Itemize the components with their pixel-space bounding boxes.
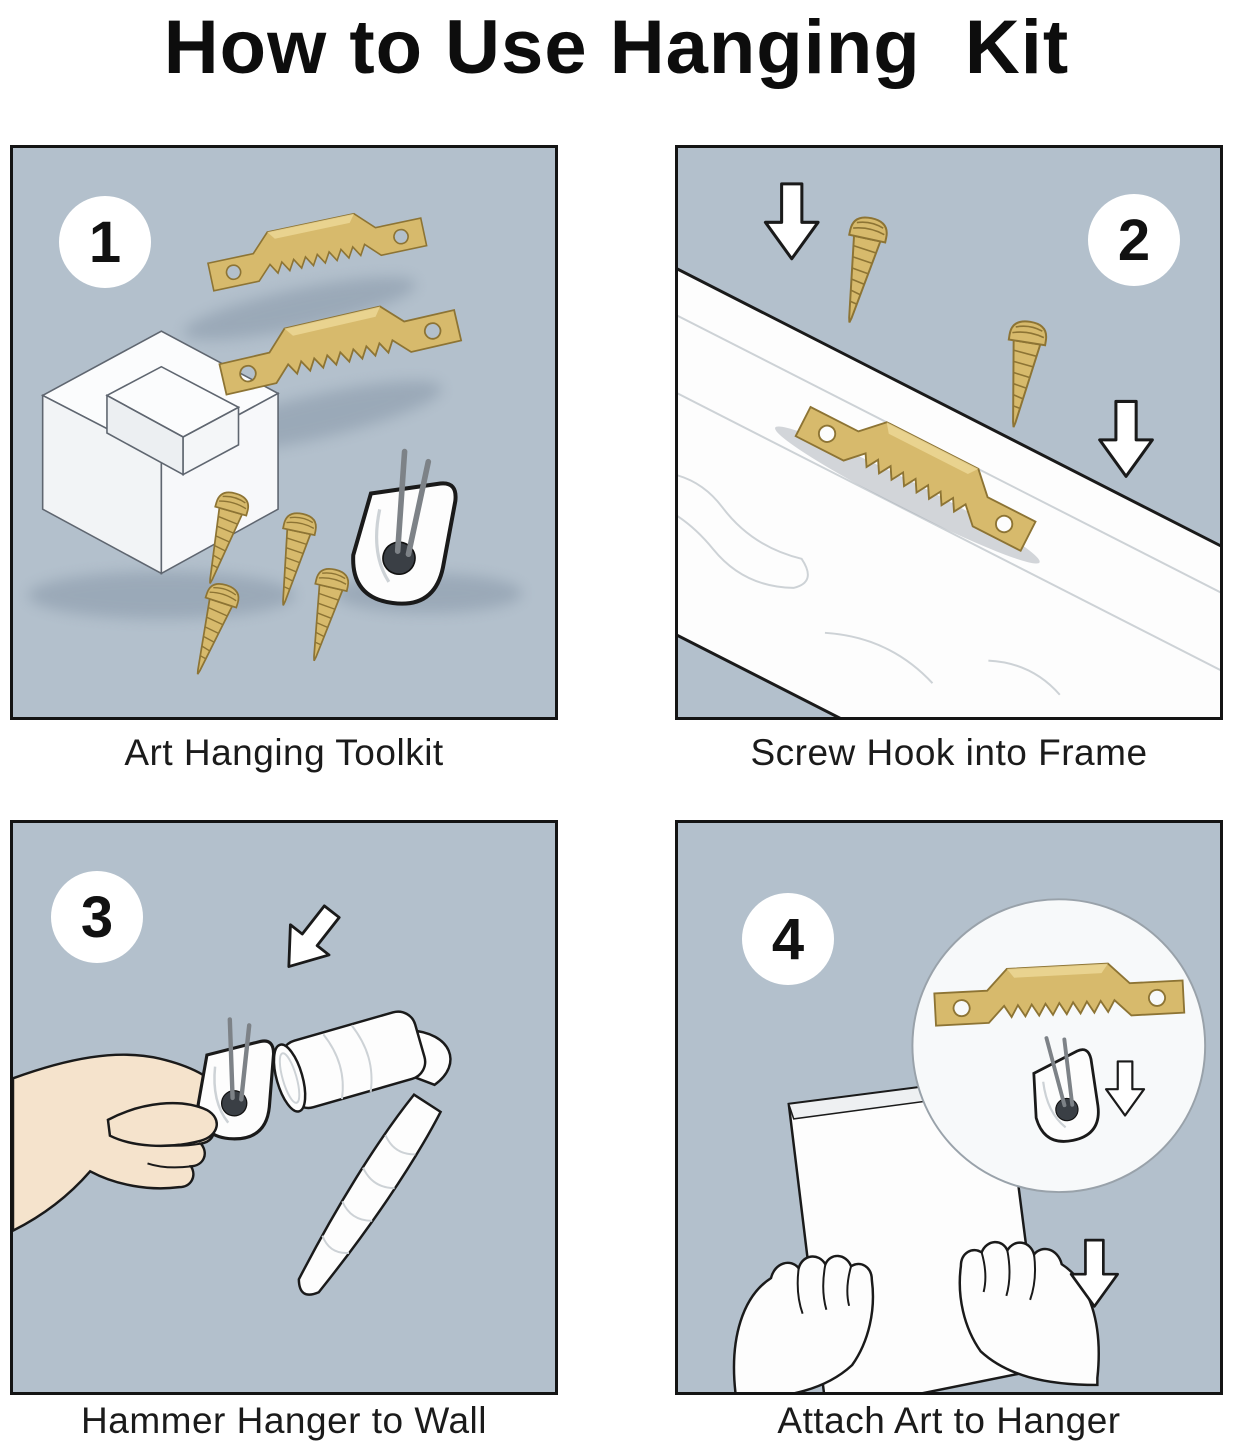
screw-icon bbox=[830, 213, 891, 328]
step-number-badge: 1 bbox=[59, 196, 151, 288]
step-number: 1 bbox=[88, 209, 122, 275]
step-2-panel: 2 bbox=[675, 145, 1223, 720]
hand-illustration bbox=[732, 1254, 875, 1392]
step-number: 2 bbox=[1117, 207, 1151, 273]
screw-icon bbox=[994, 317, 1050, 431]
step-4-panel: 4 bbox=[675, 820, 1223, 1395]
step-1-panel: 1 bbox=[10, 145, 558, 720]
hand-illustration bbox=[958, 1240, 1100, 1387]
frame-board-illustration bbox=[678, 244, 1220, 717]
step-4-caption: Attach Art to Hanger bbox=[777, 1400, 1121, 1441]
hammer-to-wall-illustration bbox=[13, 895, 452, 1296]
step-number: 4 bbox=[771, 906, 805, 972]
step-3-caption: Hammer Hanger to Wall bbox=[81, 1400, 487, 1441]
hammer-handle bbox=[297, 1093, 443, 1296]
step-2-caption: Screw Hook into Frame bbox=[750, 732, 1148, 773]
step-1-caption: Art Hanging Toolkit bbox=[124, 732, 444, 773]
thumb-illustration bbox=[106, 1101, 218, 1148]
step-3-panel: 3 bbox=[10, 820, 558, 1395]
arrow-down-icon bbox=[268, 895, 353, 984]
magnifier-circle bbox=[911, 898, 1207, 1194]
hammer-head bbox=[272, 1010, 452, 1113]
page-title: How to Use Hanging Kit bbox=[163, 5, 1070, 90]
step-number-badge: 3 bbox=[51, 871, 143, 963]
screw-into-frame-illustration bbox=[678, 182, 1220, 717]
arrow-down-icon bbox=[763, 182, 820, 261]
screw-icon bbox=[297, 565, 352, 666]
toolkit-illustration bbox=[27, 199, 523, 681]
storage-box-illustration bbox=[40, 330, 280, 575]
step-number: 3 bbox=[80, 884, 114, 950]
step-number-badge: 4 bbox=[742, 893, 834, 985]
attach-art-illustration bbox=[732, 898, 1207, 1392]
arrow-down-icon bbox=[1098, 399, 1154, 478]
step-number-badge: 2 bbox=[1088, 194, 1180, 286]
